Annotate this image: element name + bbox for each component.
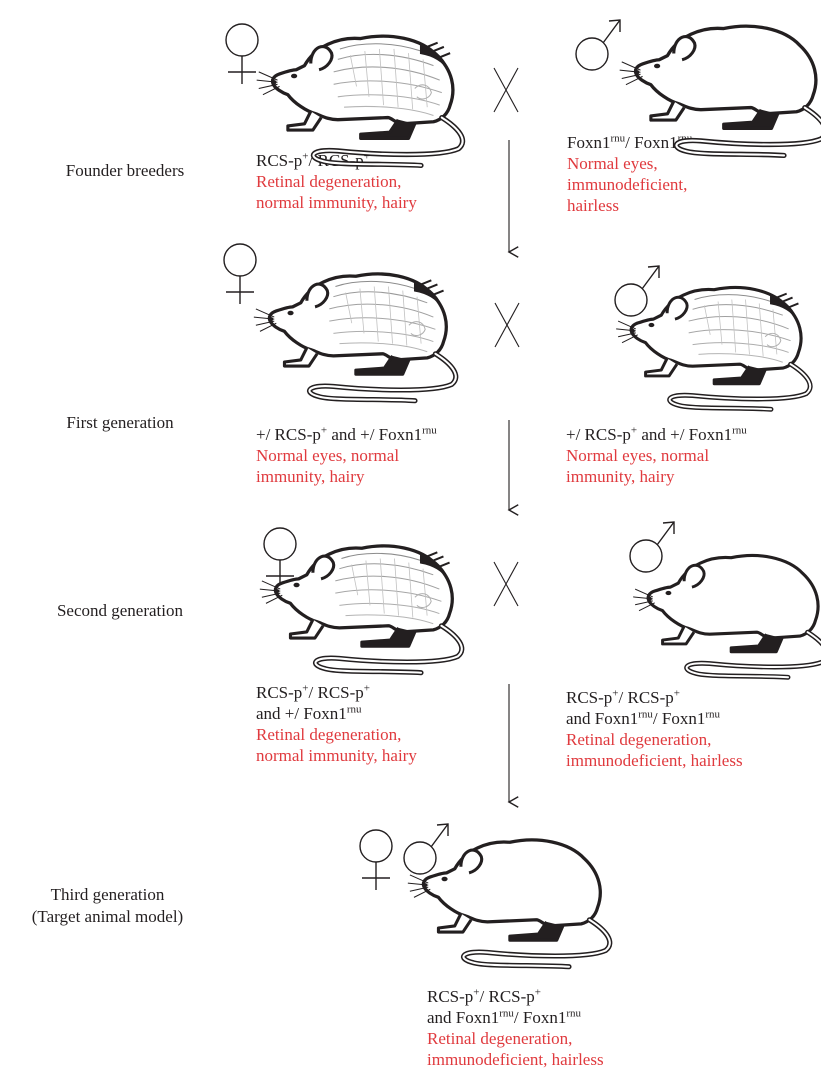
label-second-generation: Second generation	[56, 601, 184, 620]
female-symbol-icon	[223, 243, 257, 305]
second-female-phenotype-2: normal immunity, hairy	[256, 746, 417, 765]
second-female-rat	[260, 546, 462, 673]
second-female-phenotype-1: Retinal degeneration,	[256, 725, 402, 744]
second-female-text: RCS-p+/ RCS-p+ and +/ Foxn1rnu Retinal d…	[256, 682, 417, 766]
label-third-generation: Third generation (Target animal model)	[0, 884, 215, 928]
label-first-generation: First generation	[66, 413, 174, 432]
first-male-phenotype-2: immunity, hairy	[566, 467, 675, 486]
first-female-phenotype-1: Normal eyes, normal	[256, 446, 400, 465]
founder-male-rat	[620, 26, 821, 155]
first-male-phenotype-1: Normal eyes, normal	[566, 446, 710, 465]
third-text: RCS-p+/ RCS-p+ and Foxn1rnu/ Foxn1rnu Re…	[427, 986, 604, 1070]
label-founder-breeders: Founder breeders	[65, 161, 185, 180]
second-male-phenotype-1: Retinal degeneration,	[566, 730, 712, 749]
second-female-genotype-2: and +/ Foxn1rnu	[256, 703, 362, 723]
cross-icon	[494, 302, 520, 348]
third-genotype-1: RCS-p+/ RCS-p+	[427, 986, 542, 1006]
founder-male-phenotype-3: hairless	[567, 196, 619, 215]
second-male-genotype-2: and Foxn1rnu/ Foxn1rnu	[566, 708, 721, 728]
founder-female-phenotype-1: Retinal degeneration,	[256, 172, 402, 191]
first-male-text: +/ RCS-p+ and +/ Foxn1rnu Normal eyes, n…	[566, 424, 747, 487]
cross-icon	[493, 67, 519, 113]
first-female-rat	[254, 274, 456, 401]
second-male-text: RCS-p+/ RCS-p+ and Foxn1rnu/ Foxn1rnu Re…	[566, 687, 743, 771]
male-symbol-icon	[629, 521, 675, 573]
founder-female-rat	[257, 36, 463, 165]
third-phenotype-2: immunodeficient, hairless	[427, 1050, 604, 1069]
second-female-genotype-1: RCS-p+/ RCS-p+	[256, 682, 371, 702]
male-symbol-icon	[614, 265, 660, 317]
third-genotype-2: and Foxn1rnu/ Foxn1rnu	[427, 1007, 582, 1027]
male-symbol-icon	[403, 823, 449, 875]
second-male-phenotype-2: immunodeficient, hairless	[566, 751, 743, 770]
third-rat	[408, 840, 610, 967]
founder-male-phenotype-2: immunodeficient,	[567, 175, 688, 194]
male-symbol-icon	[575, 19, 621, 71]
first-female-genotype: +/ RCS-p+ and +/ Foxn1rnu	[256, 424, 437, 444]
second-male-genotype-1: RCS-p+/ RCS-p+	[566, 687, 681, 707]
third-generation-subtitle: (Target animal model)	[31, 907, 184, 926]
third-phenotype-1: Retinal degeneration,	[427, 1029, 573, 1048]
third-generation-title: Third generation	[50, 885, 165, 904]
first-female-phenotype-2: immunity, hairy	[256, 467, 365, 486]
founder-male-phenotype-1: Normal eyes,	[567, 154, 658, 173]
cross-icon	[493, 561, 519, 607]
second-male-rat	[633, 555, 821, 677]
founder-female-text: RCS-p+/ RCS-p+ Retinal degeneration, nor…	[256, 150, 417, 213]
founder-female-phenotype-2: normal immunity, hairy	[256, 193, 417, 212]
first-female-text: +/ RCS-p+ and +/ Foxn1rnu Normal eyes, n…	[256, 424, 437, 487]
first-male-genotype: +/ RCS-p+ and +/ Foxn1rnu	[566, 424, 747, 444]
female-symbol-icon	[225, 23, 259, 85]
female-symbol-icon	[359, 829, 393, 891]
